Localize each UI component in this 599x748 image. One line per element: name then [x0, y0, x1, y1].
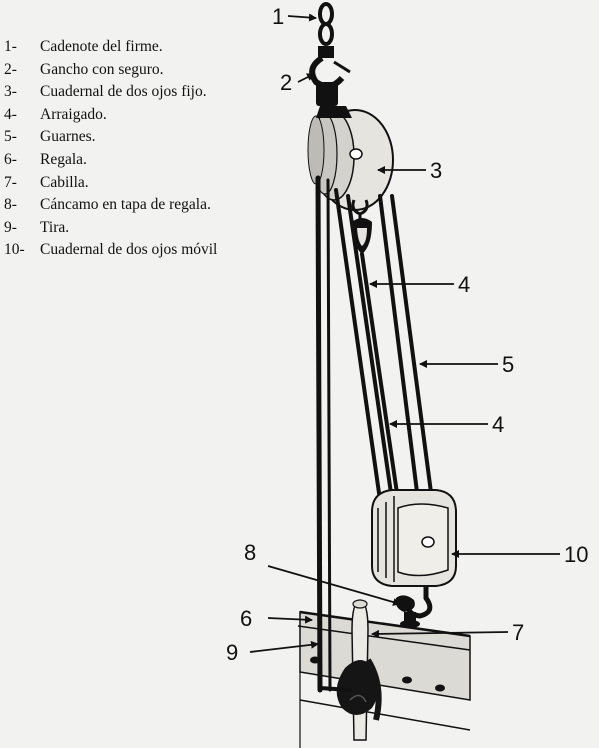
arrow-8: [267, 565, 401, 606]
callout-6: 6: [240, 606, 252, 631]
legend-number: 10-: [4, 241, 25, 259]
arrow-7: [371, 629, 509, 638]
tackle-ropes: [315, 175, 434, 693]
upper-block: [307, 106, 394, 211]
lower-block: [371, 489, 457, 587]
legend-label: Cadenote del firme.: [40, 38, 163, 55]
legend-item-8: 8- Cáncamo en tapa de regala.: [4, 194, 284, 217]
legend-item-5: 5- Guarnes.: [4, 126, 284, 149]
callout-labels: 1 2 3 4 5 4 10 8 6 7 9: [226, 4, 588, 665]
legend-item-1: 1- Cadenote del firme.: [4, 36, 284, 59]
legend-number: 4-: [4, 105, 17, 123]
legend-label: Cabilla.: [40, 173, 89, 191]
callout-4a: 4: [458, 272, 470, 297]
parts-legend: 1- Cadenote del firme. 2- Gancho con segur…: [4, 36, 284, 262]
legend-number: 7-: [4, 173, 17, 191]
arrow-1: [287, 13, 317, 22]
legend-number: 1-: [4, 38, 17, 55]
legend-item-7: 7- Cabilla.: [4, 172, 284, 195]
legend-number: 2-: [4, 60, 17, 78]
swivel-fitting: [309, 2, 351, 106]
legend-label: Tira.: [40, 218, 70, 236]
lower-hook: [395, 586, 433, 628]
legend-number: 3-: [4, 83, 17, 101]
legend-label: Cáncamo en tapa de regala.: [40, 196, 211, 214]
legend-item-4: 4- Arraigado.: [4, 104, 284, 127]
legend-item-2: 2- Gancho con seguro.: [4, 59, 284, 82]
legend-number: 9-: [4, 218, 17, 236]
rail-hole-icon: [435, 684, 445, 692]
legend-label: Regala.: [40, 150, 87, 168]
arrow-2: [297, 73, 315, 83]
callout-10: 10: [564, 542, 588, 567]
callout-2: 2: [280, 70, 292, 95]
callout-arrows: [249, 13, 560, 653]
callout-7: 7: [512, 620, 524, 645]
legend-label: Guarnes.: [40, 128, 96, 146]
callout-3: 3: [430, 158, 442, 183]
legend-number: 8-: [4, 196, 17, 214]
legend-number: 6-: [4, 150, 17, 168]
upper-thimble: [351, 199, 372, 254]
legend-label: Cuadernal de dos ojos móvil: [40, 241, 218, 259]
legend-number: 5-: [4, 128, 17, 146]
legend-item-6: 6- Regala.: [4, 149, 284, 172]
rail-hole-icon: [402, 676, 412, 684]
legend-item-10: 10- Cuadernal de dos ojos móvil: [4, 239, 284, 262]
rope-coil: [336, 658, 382, 721]
callout-1: 1: [272, 4, 284, 29]
legend-label: Arraigado.: [40, 105, 107, 123]
callout-4b: 4: [492, 412, 504, 437]
callout-8: 8: [244, 540, 256, 565]
legend-item-3: 3- Cuadernal de dos ojos fijo.: [4, 81, 284, 104]
legend-item-9: 9- Tira.: [4, 217, 284, 240]
callout-5: 5: [502, 352, 514, 377]
legend-label: Cuadernal de dos ojos fijo.: [40, 83, 207, 101]
legend-label: Gancho con seguro.: [40, 60, 164, 78]
arrow-9: [249, 640, 319, 653]
callout-9: 9: [226, 640, 238, 665]
arrow-6: [267, 615, 313, 624]
